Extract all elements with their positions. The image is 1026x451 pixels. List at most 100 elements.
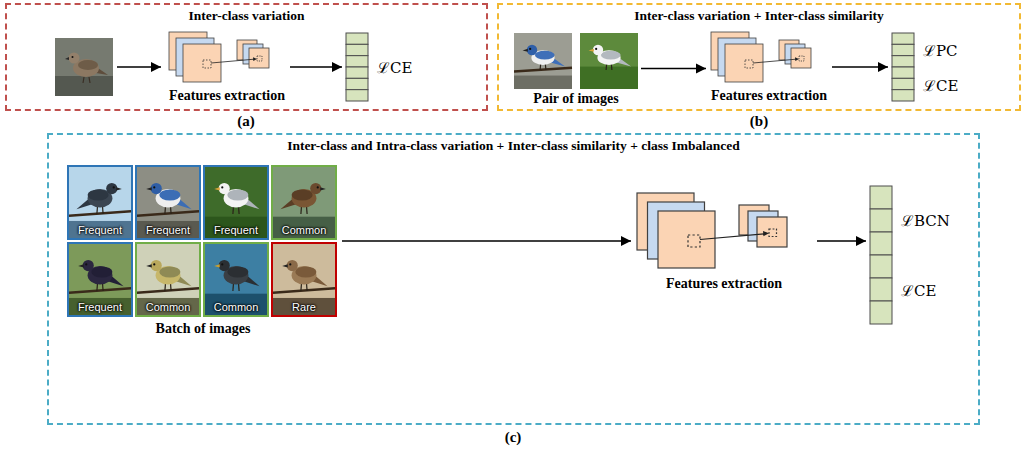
branch (137, 288, 199, 293)
image-batch: Batch of imagesFrequentFrequentFrequentC… (67, 165, 339, 337)
photo-sky (137, 244, 199, 315)
bird-photo (69, 167, 131, 238)
photo-ground (69, 221, 131, 238)
bird-beak (589, 49, 594, 52)
panel-box: Inter-class and Intra-class variation + … (47, 133, 980, 425)
bird-wing (227, 189, 248, 200)
bird-eye (153, 186, 155, 188)
frequency-tag: Common (146, 301, 191, 315)
image-tile: Common (203, 242, 269, 317)
connector-arrow (641, 68, 706, 70)
receptive-field (799, 56, 804, 61)
feature-maps (634, 190, 814, 274)
subfigure-tag: (a) (237, 113, 255, 130)
frequency-tag: Frequent (78, 301, 122, 315)
image-tile: Frequent (67, 242, 133, 317)
feature-maps (709, 30, 829, 86)
subfigure-label: (b) (750, 113, 768, 130)
image-label: Pair of images (533, 91, 618, 107)
vector-cell (870, 209, 892, 232)
output-vector (345, 32, 369, 102)
image-pair: Pair of images (514, 33, 638, 107)
bird-wing (159, 266, 180, 277)
feature-extractor: Features extraction (634, 190, 814, 292)
bird-eye (289, 263, 291, 265)
bird-eye (153, 263, 155, 265)
bird-photo (55, 38, 113, 96)
branch (273, 288, 335, 293)
photo-sky (580, 33, 638, 89)
connector-arrow (342, 240, 631, 242)
connector-arrow (817, 240, 866, 242)
loss-list: ℒPCℒCE (923, 32, 958, 102)
bird-wing (292, 189, 313, 200)
bird-eye (85, 263, 87, 265)
bird-beak (282, 264, 288, 267)
photo-sky (205, 244, 267, 315)
bird-photo (137, 167, 199, 238)
feature-label: Features extraction (666, 276, 782, 292)
connector-arrow (832, 66, 888, 68)
loss-vector: ℒBCNℒCE (869, 185, 950, 325)
loss-term: ℒCE (377, 57, 412, 77)
receptive-field (203, 60, 211, 68)
projection-line (700, 234, 765, 240)
projection-line (211, 59, 254, 63)
bird-photos (514, 33, 638, 89)
photo-sky (69, 244, 131, 315)
bird-eye (113, 186, 115, 188)
photo-ground (137, 298, 199, 315)
subfigure-tag: (c) (505, 429, 522, 446)
feature-map (791, 48, 811, 68)
feature-map (249, 48, 269, 68)
photo-sky (273, 167, 335, 238)
bird-head (83, 260, 94, 271)
loss-vector: ℒCE (345, 32, 412, 102)
bird-photo (69, 244, 131, 315)
loss-list: ℒBCNℒCE (901, 185, 950, 325)
projection-line (753, 59, 796, 63)
image-tile: Frequent (135, 165, 201, 240)
image-tile: Common (135, 242, 201, 317)
vector-cell (892, 56, 914, 67)
bird-head (310, 183, 321, 194)
input-arrow (117, 66, 161, 68)
vector-cell (892, 90, 914, 101)
vector-cell (870, 255, 892, 278)
photo-ground (205, 217, 267, 238)
photo-ground (137, 221, 199, 238)
bird-beak (320, 187, 326, 190)
loss-term: ℒPC (923, 40, 958, 60)
photo-sky (273, 244, 335, 315)
photo-ground (273, 217, 335, 238)
panel-title: Inter-class variation + Inter-class simi… (499, 8, 1019, 24)
vector-cell (870, 186, 892, 209)
bird-wing (88, 189, 109, 200)
bird-photo (273, 167, 335, 238)
image-tile: Frequent (67, 165, 133, 240)
subfigure-label: (c) (505, 429, 522, 446)
bird-eye (595, 48, 597, 50)
feature-stack (637, 193, 787, 268)
receptive-field (769, 229, 777, 237)
output-vector (869, 185, 893, 325)
batch-label: Batch of images (67, 321, 339, 337)
frequency-tag: Frequent (214, 224, 258, 238)
bird-beak (146, 264, 152, 267)
receptive-field (688, 235, 700, 247)
panel-title: Inter-class variation (7, 8, 486, 24)
bird-head (106, 183, 117, 194)
feature-extractor: Features extraction (167, 30, 287, 104)
bird-photo (205, 167, 267, 238)
vector-cell (346, 33, 368, 44)
bird-beak (214, 187, 220, 190)
receptive-field (745, 60, 753, 68)
bird-eye (221, 263, 223, 265)
bird-beak (214, 264, 220, 267)
bird-head (527, 45, 537, 55)
image-tile: Common (271, 165, 337, 240)
frequency-tag: Common (214, 301, 259, 315)
bird-photo (514, 33, 572, 89)
branch (514, 68, 572, 72)
